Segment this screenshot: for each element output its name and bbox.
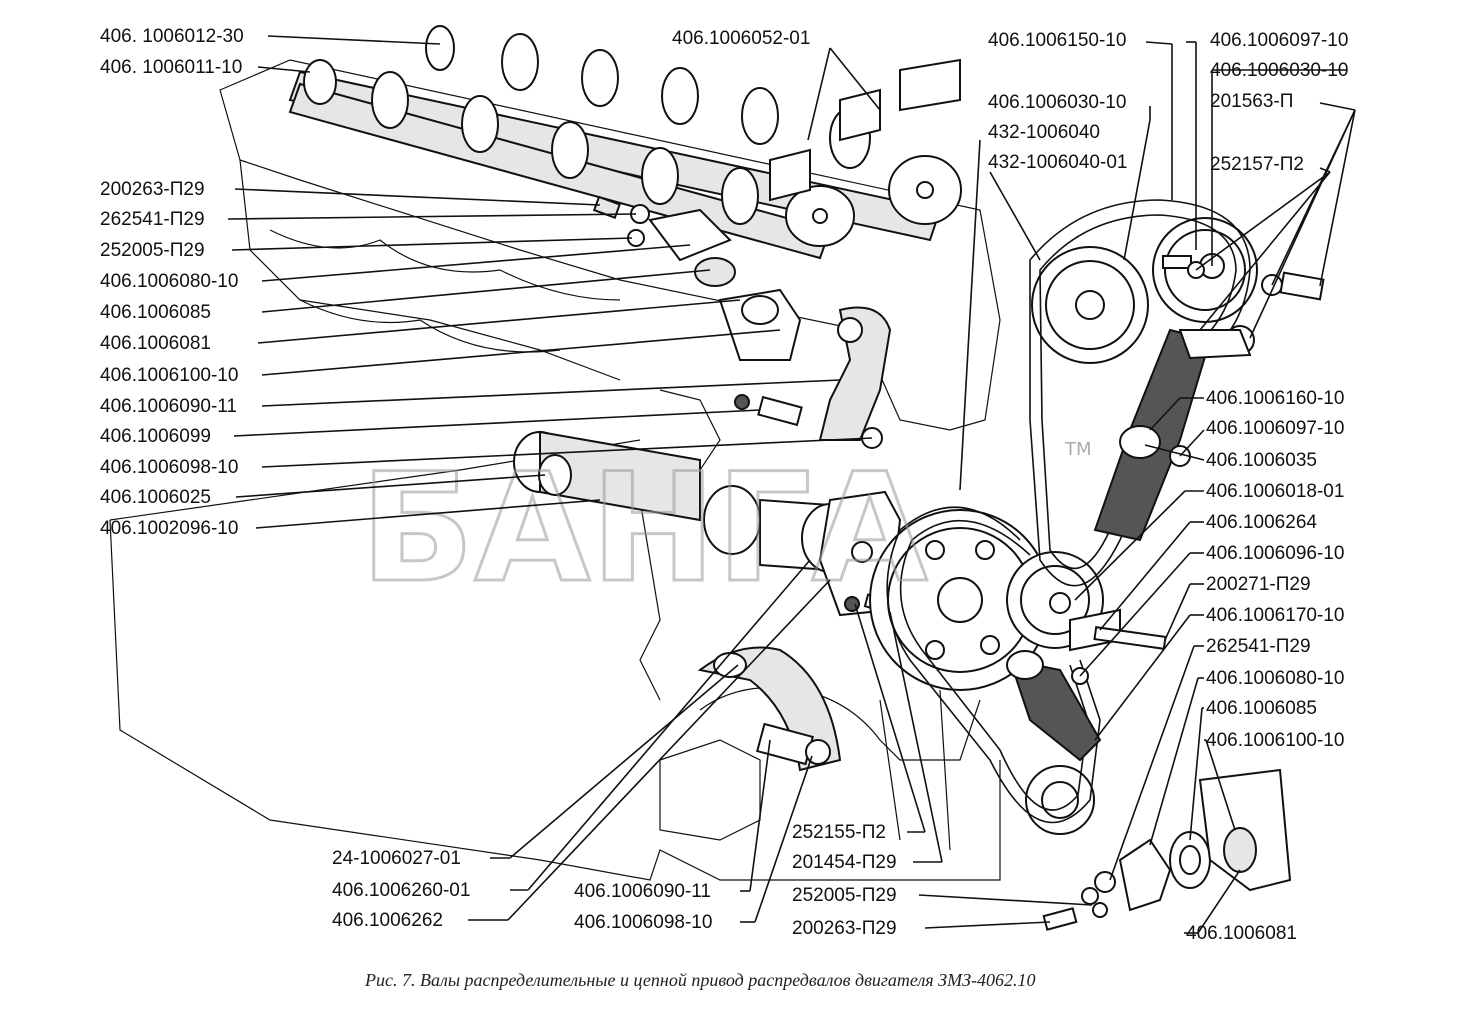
label-top-6: 432-1006040 <box>988 122 1100 143</box>
label-left-8: 406.1006100-10 <box>100 365 238 386</box>
label-bottom-0: 24-1006027-01 <box>332 848 461 869</box>
label-bottom-5: 252155-П2 <box>792 822 886 843</box>
label-bottom-2: 406.1006262 <box>332 910 443 931</box>
label-top-1: 406.1006150-10 <box>988 30 1126 51</box>
label-left-11: 406.1006098-10 <box>100 457 238 478</box>
label-bottom-7: 252005-П29 <box>792 885 897 906</box>
label-right-3: 406.1006018-01 <box>1206 481 1344 502</box>
labels-right: 406.1006160-10 406.1006097-10 406.100603… <box>1186 388 1344 944</box>
cam-sprocket-left <box>1031 246 1149 364</box>
label-right-12: 406.1006081 <box>1186 923 1297 944</box>
label-right-2: 406.1006035 <box>1206 450 1317 471</box>
label-right-6: 200271-П29 <box>1206 574 1311 595</box>
upper-tensioner-group <box>592 195 802 361</box>
label-top-2: 406.1006097-10 <box>1210 30 1348 51</box>
label-top-8: 252157-П2 <box>1210 154 1304 175</box>
label-right-10: 406.1006085 <box>1206 698 1317 719</box>
label-left-1: 406. 1006011-10 <box>100 57 242 78</box>
leader-lines <box>227 35 1356 934</box>
camshaft-intake <box>288 59 855 260</box>
label-left-6: 406.1006085 <box>100 302 211 323</box>
label-bottom-6: 201454-П29 <box>792 852 897 873</box>
label-left-5: 406.1006080-10 <box>100 271 238 292</box>
label-top-5: 201563-П <box>1210 91 1293 112</box>
lower-chain-guide <box>697 646 842 772</box>
label-left-0: 406. 1006012-30 <box>100 26 244 47</box>
labels-top: 406.1006052-01 406.1006150-10 406.100609… <box>672 28 1348 175</box>
label-right-7: 406.1006170-10 <box>1206 605 1344 626</box>
label-left-2: 200263-П29 <box>100 179 205 200</box>
label-bottom-8: 200263-П29 <box>792 918 897 939</box>
label-right-0: 406.1006160-10 <box>1206 388 1344 409</box>
watermark-tm: TM <box>1064 439 1092 460</box>
label-bottom-4: 406.1006098-10 <box>574 912 712 933</box>
watermark: БАНГА <box>360 442 928 616</box>
figure-caption: Рис. 7. Валы распределительные и цепной … <box>364 970 1035 990</box>
label-bottom-3: 406.1006090-11 <box>574 881 711 902</box>
camshaft-bearing-caps <box>769 58 961 202</box>
label-right-8: 262541-П29 <box>1206 636 1311 657</box>
label-left-12: 406.1006025 <box>100 487 211 508</box>
right-chain-damper <box>1093 325 1255 542</box>
lower-tensioner-group <box>1042 768 1292 931</box>
large-sprocket <box>869 509 1051 691</box>
label-right-9: 406.1006080-10 <box>1206 668 1344 689</box>
label-right-1: 406.1006097-10 <box>1206 418 1344 439</box>
crank-sprocket <box>1025 765 1095 835</box>
label-left-10: 406.1006099 <box>100 426 211 447</box>
label-left-7: 406.1006081 <box>100 333 211 354</box>
label-bottom-1: 406.1006260-01 <box>332 880 470 901</box>
lower-chain-damper <box>1006 608 1167 762</box>
label-top-3: 406.1006030-10 <box>1210 60 1348 81</box>
labels-left: 406. 1006012-30 406. 1006011-10 200263-П… <box>100 26 244 539</box>
intermediate-shaft <box>513 430 902 617</box>
label-left-9: 406.1006090-11 <box>100 396 237 417</box>
label-left-3: 262541-П29 <box>100 209 205 230</box>
label-left-13: 406.1002096-10 <box>100 518 238 539</box>
label-top-0: 406.1006052-01 <box>672 28 810 49</box>
labels-bottom: 24-1006027-01 406.1006260-01 406.1006262… <box>332 822 897 939</box>
label-top-7: 432-1006040-01 <box>988 152 1127 173</box>
upper-right-bolt-group <box>1162 255 1325 301</box>
label-top-4: 406.1006030-10 <box>988 92 1126 113</box>
label-right-4: 406.1006264 <box>1206 512 1317 533</box>
label-right-11: 406.1006100-10 <box>1206 730 1344 751</box>
label-right-5: 406.1006096-10 <box>1206 543 1344 564</box>
label-left-4: 252005-П29 <box>100 240 205 261</box>
